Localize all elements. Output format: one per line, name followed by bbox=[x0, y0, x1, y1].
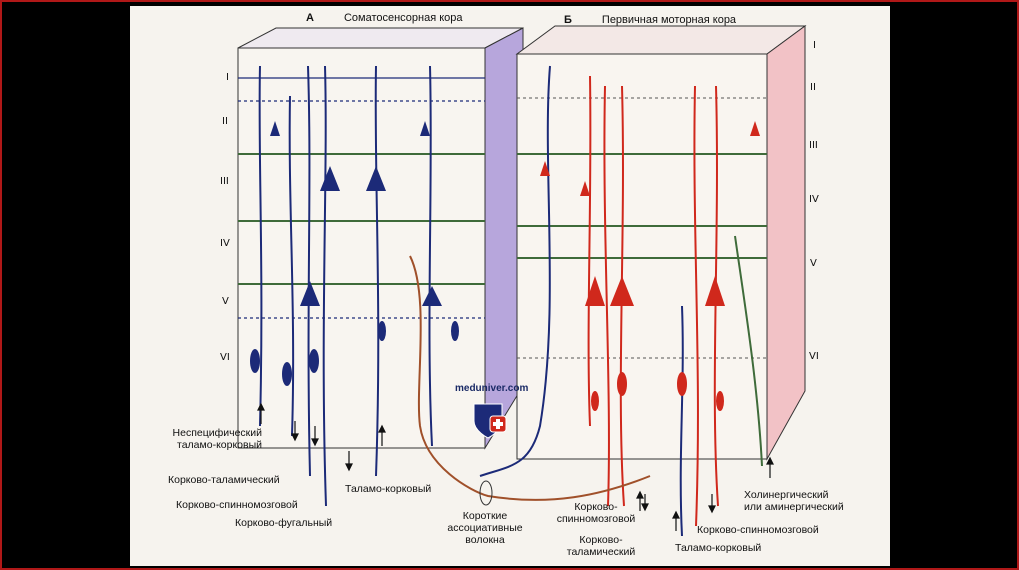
layer-b-iii: III bbox=[809, 140, 818, 151]
watermark-text: meduniver.com bbox=[455, 383, 529, 394]
fiber-bundle-ring bbox=[479, 480, 493, 506]
layer-a-i: I bbox=[226, 72, 229, 83]
diagram-canvas: A Соматосенсорная кора Б Первичная моторна… bbox=[130, 6, 890, 566]
panel-a-top-face bbox=[237, 27, 524, 49]
panel-b-letter: Б bbox=[564, 14, 572, 26]
panel-b-title: Первичная моторная кора bbox=[601, 14, 737, 26]
layer-a-ii: II bbox=[222, 116, 228, 127]
label-cortico-fugal: Корково-фугальный bbox=[235, 517, 333, 529]
layer-b-i: I bbox=[813, 40, 816, 51]
label-thalamo-cortical-a: Таламо-корковый bbox=[345, 483, 432, 495]
label-nonspecific-thalamocortical: Неспецифический таламо-корковый bbox=[172, 427, 262, 451]
label-b-cortico-spinal-2: Корково-спинномозговой bbox=[697, 524, 819, 536]
panel-b-front-face bbox=[516, 53, 768, 460]
layer-b-iv: IV bbox=[809, 194, 819, 205]
panel-a-block bbox=[237, 27, 524, 507]
panel-a-front-face bbox=[237, 47, 486, 449]
layer-a-iii: III bbox=[220, 176, 229, 187]
layer-a-vi: VI bbox=[220, 352, 230, 363]
label-b-cortico-spinal: Корково- спинномозговой bbox=[556, 501, 636, 525]
direction-arrows bbox=[257, 402, 774, 531]
label-b-thalamo-cortical: Таламо-корковый bbox=[675, 542, 762, 554]
label-cholinergic: Холинергический или аминергический bbox=[744, 489, 844, 513]
label-cortico-thalamic: Корково-таламический bbox=[168, 474, 280, 486]
panel-b-header: Б Первичная моторная кора bbox=[564, 14, 736, 26]
layer-a-v: V bbox=[222, 296, 229, 307]
label-b-cortico-thalamic: Корково- таламический bbox=[566, 534, 636, 558]
panel-b-side-face bbox=[766, 25, 806, 461]
cortex-diagram-svg bbox=[237, 25, 807, 537]
panel-b-block bbox=[479, 25, 807, 537]
panel-a-title: Соматосенсорная кора bbox=[343, 12, 463, 24]
layer-b-vi: VI bbox=[809, 351, 819, 362]
layer-a-iv: IV bbox=[220, 238, 230, 249]
panel-a-letter: A bbox=[306, 12, 314, 24]
label-cortico-spinal: Корково-спинномозговой bbox=[176, 499, 298, 511]
panel-b-top-face bbox=[515, 25, 807, 55]
panel-a-header: A Соматосенсорная кора bbox=[306, 12, 463, 24]
layer-b-ii: II bbox=[810, 82, 816, 93]
layer-b-v: V bbox=[810, 258, 817, 269]
short-association-fiber bbox=[409, 255, 651, 501]
label-short-association-fibers: Короткие ассоциативные волокна bbox=[447, 510, 523, 546]
watermark-badge bbox=[473, 403, 507, 439]
